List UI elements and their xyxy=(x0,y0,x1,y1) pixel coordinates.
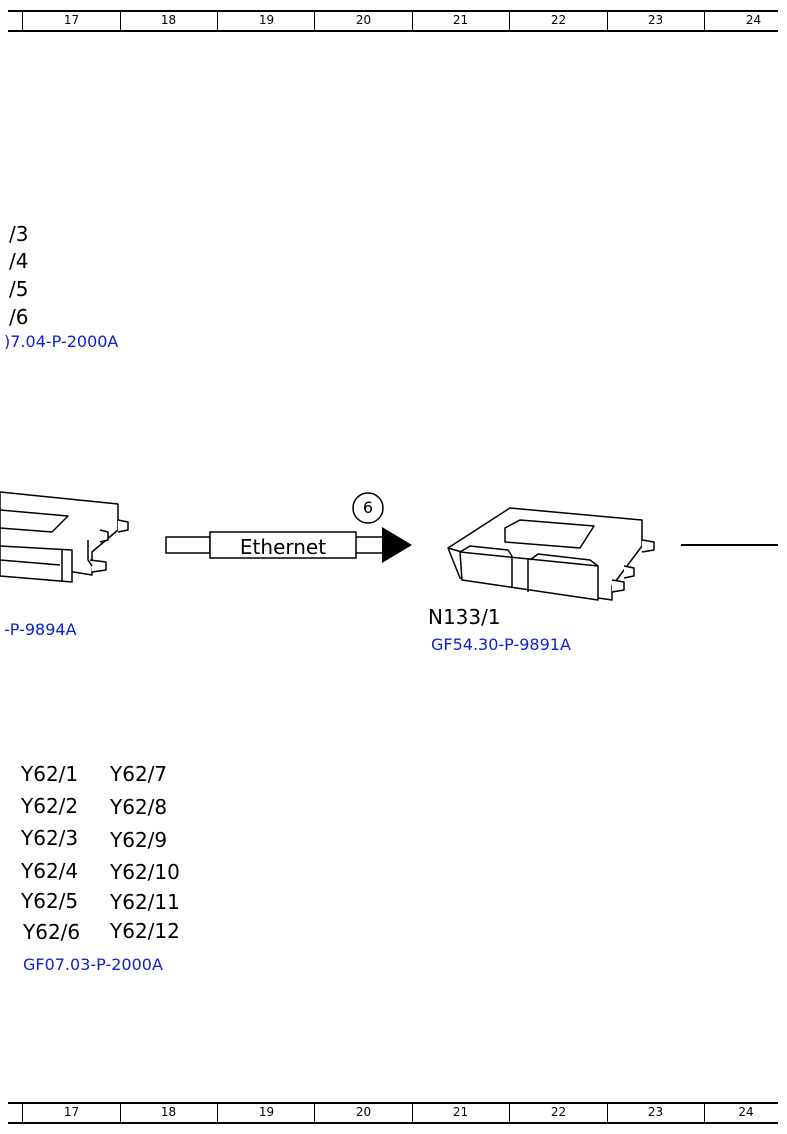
ruler-number: 19 xyxy=(258,13,275,27)
ruler-number: 23 xyxy=(647,1105,664,1119)
ruler-separator xyxy=(607,1102,608,1124)
component-label: /4 xyxy=(9,249,29,273)
ruler-separator xyxy=(704,1102,705,1124)
ruler-number: 18 xyxy=(160,13,177,27)
ruler-number: 21 xyxy=(452,13,469,27)
ruler-bottom-border xyxy=(8,30,778,32)
reference-link[interactable]: GF54.30-P-9891A xyxy=(431,635,571,654)
valve-label: Y62/1 xyxy=(21,762,79,786)
ruler-separator xyxy=(412,10,413,32)
ruler-number: 22 xyxy=(550,13,567,27)
ruler-number: 20 xyxy=(355,1105,372,1119)
valve-label: Y62/4 xyxy=(21,859,79,883)
ruler-number: 21 xyxy=(452,1105,469,1119)
grid-ruler-top: 17 18 19 20 21 22 23 24 xyxy=(0,10,787,32)
valve-label: Y62/6 xyxy=(23,920,81,944)
grid-ruler-bottom: 17 18 19 20 21 22 23 24 xyxy=(0,1102,787,1124)
component-label: /6 xyxy=(9,305,29,329)
valve-label: Y62/12 xyxy=(110,919,180,943)
ruler-number: 24 xyxy=(738,1105,754,1119)
ruler-top-border xyxy=(8,10,778,12)
component-label: /3 xyxy=(9,222,29,246)
ruler-separator xyxy=(22,1102,23,1124)
ruler-number: 23 xyxy=(647,13,664,27)
ruler-number: 17 xyxy=(63,13,80,27)
ruler-top-border xyxy=(8,1102,778,1104)
ruler-separator xyxy=(607,10,608,32)
ruler-separator xyxy=(412,1102,413,1124)
valve-label: Y62/2 xyxy=(21,794,79,818)
ruler-separator xyxy=(22,10,23,32)
valve-label: Y62/7 xyxy=(110,762,168,786)
ruler-separator xyxy=(314,10,315,32)
ruler-bottom-border xyxy=(8,1122,778,1124)
callout-circle-icon xyxy=(352,492,384,524)
valve-label: Y62/3 xyxy=(21,826,79,850)
valve-label: Y62/8 xyxy=(110,795,168,819)
ruler-separator xyxy=(509,10,510,32)
ruler-number: 24 xyxy=(745,13,762,27)
valve-label: Y62/5 xyxy=(21,889,79,913)
arrow-head-icon xyxy=(382,527,412,563)
module-label-n133-1: N133/1 xyxy=(428,605,501,629)
ruler-separator xyxy=(217,1102,218,1124)
ruler-number: 19 xyxy=(258,1105,275,1119)
ruler-separator xyxy=(704,10,705,32)
control-module-n133-1-icon xyxy=(447,507,655,601)
reference-link[interactable]: )7.04-P-2000A xyxy=(4,332,119,351)
ethernet-label: Ethernet xyxy=(239,535,327,559)
callout-number: 6 xyxy=(362,498,374,517)
ruler-number: 17 xyxy=(63,1105,80,1119)
ethernet-connection xyxy=(165,527,412,563)
ruler-separator xyxy=(509,1102,510,1124)
ruler-separator xyxy=(217,10,218,32)
ruler-number: 20 xyxy=(355,13,372,27)
valve-label: Y62/11 xyxy=(110,890,180,914)
reference-link[interactable]: -P-9894A xyxy=(4,620,77,639)
component-label: /5 xyxy=(9,277,29,301)
ruler-separator xyxy=(120,10,121,32)
ruler-number: 22 xyxy=(550,1105,567,1119)
reference-link[interactable]: GF07.03-P-2000A xyxy=(23,955,163,974)
valve-label: Y62/10 xyxy=(110,860,180,884)
ruler-separator xyxy=(120,1102,121,1124)
ruler-number: 18 xyxy=(160,1105,177,1119)
ruler-separator xyxy=(314,1102,315,1124)
control-module-left-icon xyxy=(0,491,129,583)
valve-label: Y62/9 xyxy=(110,828,168,852)
